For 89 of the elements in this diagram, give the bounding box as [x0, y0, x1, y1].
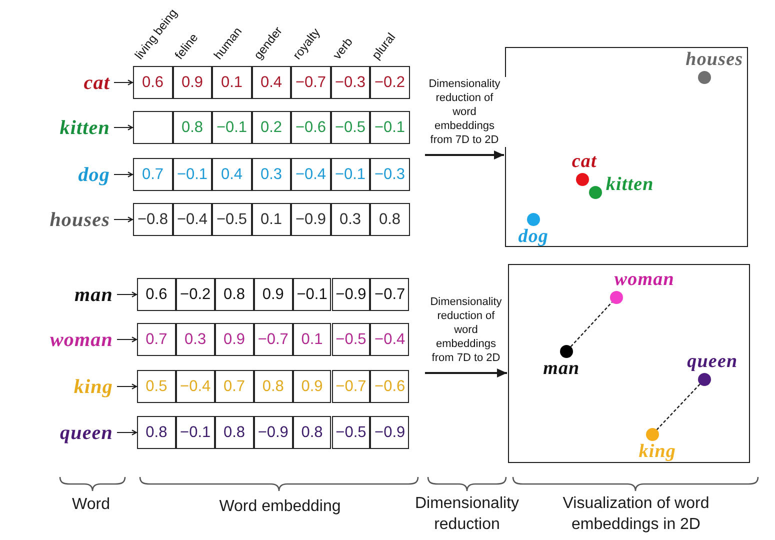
- embedding-cell: −0.8: [133, 203, 172, 236]
- embedding-cell: −0.5: [330, 111, 370, 144]
- embedding-cell: −0.2: [370, 66, 410, 99]
- embedding-cell: 0.3: [330, 203, 370, 236]
- arrow: [117, 430, 137, 436]
- embedding-cell: 0.6: [137, 278, 176, 311]
- embedding-cell: −0.9: [254, 416, 293, 449]
- embedding-cell: −0.3: [330, 66, 370, 99]
- point-label: cat: [572, 150, 597, 172]
- embedding-cell: −0.6: [370, 370, 410, 403]
- arrow: [114, 124, 133, 130]
- embedding-cell: 0.8: [137, 416, 176, 449]
- arrow: [117, 336, 137, 342]
- word-label: cat: [84, 70, 110, 94]
- word-label: queen: [60, 420, 113, 444]
- word-label: dog: [78, 162, 110, 186]
- plot-area: [508, 264, 750, 463]
- embedding-cell: 0.8: [370, 203, 410, 236]
- embedding-cell: −0.7: [332, 370, 370, 403]
- embedding-cell: 0.1: [212, 66, 252, 99]
- embedding-cell: 0.4: [252, 66, 291, 99]
- embedding-cell: −0.3: [370, 158, 410, 191]
- embedding-cell: −0.1: [370, 111, 410, 144]
- section-caption: Visualization of word embeddings in 2D: [562, 494, 710, 535]
- embedding-cell: −0.9: [332, 278, 370, 311]
- point-label: king: [638, 440, 676, 462]
- embedding-cell: −0.7: [254, 323, 293, 356]
- word-label: woman: [50, 328, 113, 352]
- section-caption: Dimensionality reduction: [414, 494, 520, 535]
- embedding-cell: 0.1: [292, 323, 332, 356]
- embedding-cell: 0.9: [172, 66, 212, 99]
- word-label: man: [74, 282, 113, 306]
- point-label: man: [543, 358, 580, 379]
- embedding-cell: 0.1: [252, 203, 291, 236]
- arrow: [114, 216, 133, 222]
- embedding-cell: −0.1: [292, 278, 332, 311]
- embedding-cell: 0.4: [212, 158, 252, 191]
- embedding-cell: 0.9: [292, 370, 332, 403]
- embedding-cell: 0.9: [214, 323, 254, 356]
- embedding-cell: 0.8: [292, 416, 332, 449]
- section-caption: Word embedding: [218, 497, 342, 517]
- arrow: [425, 150, 504, 160]
- embedding-cell: 0.3: [252, 158, 291, 191]
- embedding-cell: 0.7: [133, 158, 172, 191]
- embedding-cell: 0.8: [214, 278, 254, 311]
- word-label: kitten: [60, 116, 110, 140]
- embedding-cell: −0.4: [172, 203, 212, 236]
- embedding-cell: 0.2: [252, 111, 291, 144]
- embedding-cell: 0.7: [137, 323, 176, 356]
- embedding-cell: −0.5: [212, 203, 252, 236]
- dashed-connector: [656, 384, 700, 430]
- embedding-cell: −0.4: [176, 370, 215, 403]
- embedding-cell: −0.5: [332, 323, 370, 356]
- embedding-cell: −0.1: [172, 158, 212, 191]
- point-label: woman: [614, 268, 674, 290]
- arrow: [117, 384, 137, 390]
- embedding-cell: −0.9: [370, 416, 410, 449]
- embedding-cell: −0.1: [212, 111, 252, 144]
- arrow: [117, 292, 137, 298]
- point-label: dog: [518, 226, 549, 247]
- embedding-cell: −0.9: [291, 203, 330, 236]
- embedding-cell: −0.1: [176, 416, 215, 449]
- embedding-cell: 0.7: [214, 370, 254, 403]
- section-caption: Word: [71, 495, 111, 515]
- arrow: [114, 172, 133, 178]
- embedding-cell: −0.1: [330, 158, 370, 191]
- embedding-cell: 0.8: [214, 416, 254, 449]
- point-label: kitten: [606, 174, 654, 195]
- embedding-cell: −0.4: [370, 323, 410, 356]
- embedding-cell: 0.3: [176, 323, 215, 356]
- word-label: houses: [50, 208, 110, 232]
- embedding-cell: 0.6: [133, 66, 172, 99]
- embedding-cell: [133, 111, 172, 144]
- word-label: king: [74, 374, 113, 398]
- embedding-cell: −0.7: [291, 66, 330, 99]
- embedding-cell: 0.8: [254, 370, 293, 403]
- point-label: queen: [687, 350, 738, 372]
- embedding-cell: −0.6: [291, 111, 330, 144]
- embedding-cell: −0.5: [332, 416, 370, 449]
- embedding-cell: −0.4: [291, 158, 330, 191]
- embedding-cell: −0.7: [370, 278, 410, 311]
- embedding-cell: 0.5: [137, 370, 176, 403]
- arrow: [114, 80, 133, 86]
- embedding-cell: 0.8: [172, 111, 212, 144]
- dashed-connector: [570, 302, 612, 348]
- arrow: [425, 368, 507, 378]
- embedding-cell: 0.9: [254, 278, 293, 311]
- embedding-cell: −0.2: [176, 278, 215, 311]
- feature-label: verb: [329, 34, 355, 62]
